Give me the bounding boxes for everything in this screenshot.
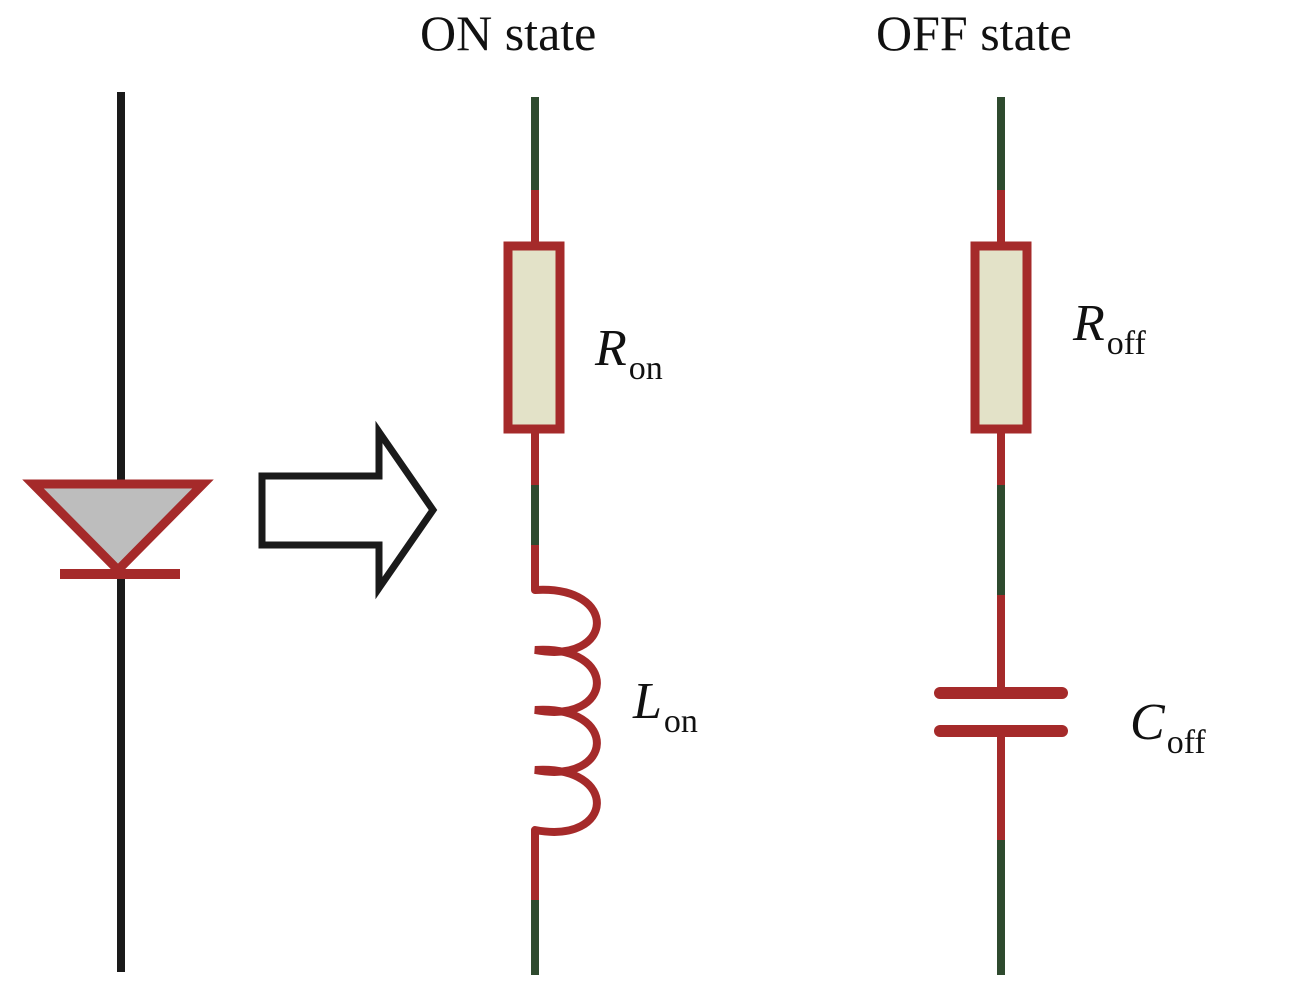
on-state-circuit: [503, 97, 601, 975]
c-off-symbol: C: [1130, 694, 1165, 751]
diode-icon: [22, 479, 214, 577]
on-state-heading: ON state: [420, 5, 597, 61]
r-off-symbol: R: [1073, 295, 1105, 352]
l-on-subscript: on: [663, 703, 698, 740]
r-off-label: Roff: [1073, 295, 1146, 361]
resistor-icon: [503, 241, 565, 434]
inductor-icon: [531, 585, 601, 836]
right-arrow-icon: [258, 420, 438, 600]
diode-symbol: [22, 92, 214, 972]
off-state-circuit: [934, 97, 1068, 975]
r-off-subscript: off: [1106, 325, 1146, 362]
capacitor-icon: [934, 687, 1068, 737]
r-on-symbol: R: [595, 320, 627, 377]
c-off-label: Coff: [1130, 694, 1206, 760]
c-off-subscript: off: [1166, 724, 1206, 761]
resistor-icon: [970, 241, 1032, 434]
r-on-label: Ron: [595, 320, 663, 386]
l-on-label: Lon: [633, 673, 698, 739]
off-state-heading: OFF state: [876, 5, 1072, 61]
r-on-subscript: on: [628, 350, 663, 387]
l-on-symbol: L: [633, 673, 662, 730]
